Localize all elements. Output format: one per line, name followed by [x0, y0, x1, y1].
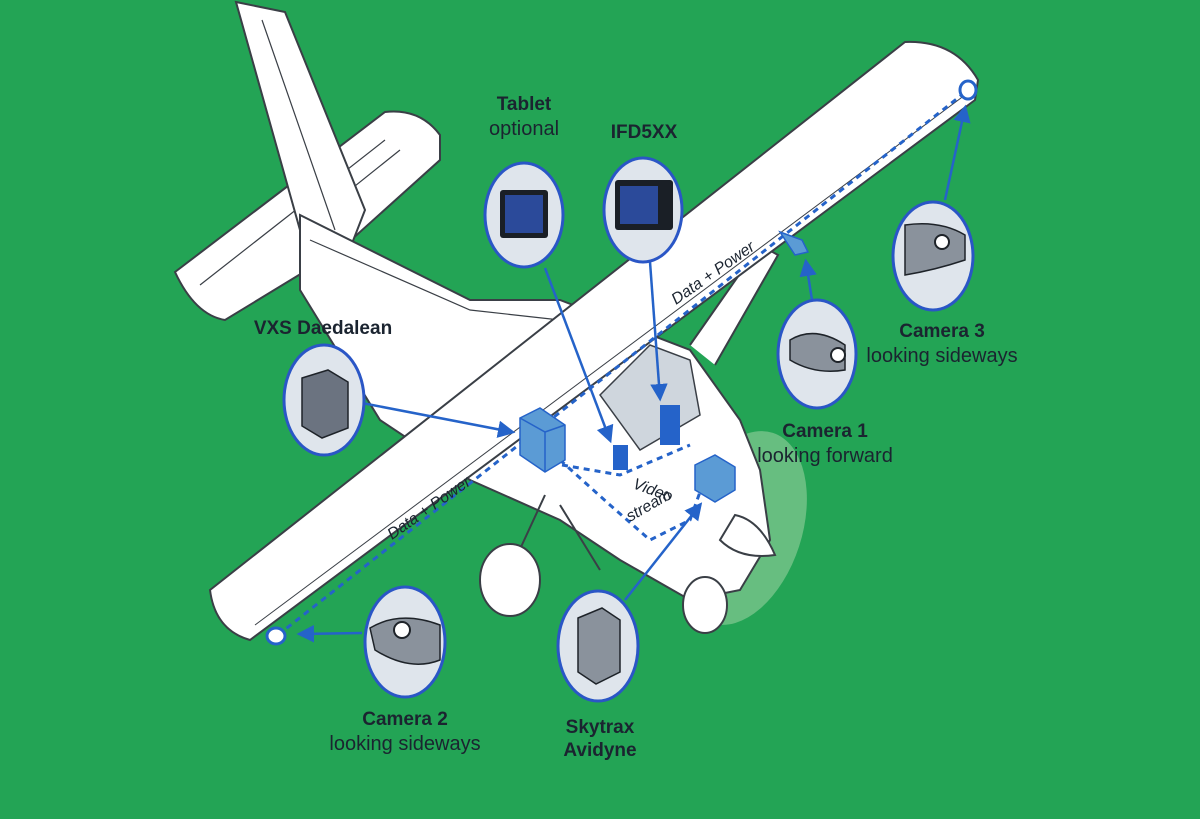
camera1-title: Camera 1	[782, 421, 868, 442]
skytrax-box	[694, 454, 736, 503]
tablet-bubble	[483, 161, 565, 269]
skytrax-title: Skytrax	[565, 717, 635, 738]
camera3-label: Camera 3 looking sideways	[862, 321, 1022, 368]
ifd-label: IFD5XX	[605, 122, 683, 145]
vxs-box	[519, 407, 566, 473]
vxs-label: VXS Daedalean	[248, 318, 398, 341]
wing-wire	[277, 88, 969, 637]
ifd-bubble	[602, 156, 684, 264]
skytrax-bubble	[556, 589, 640, 703]
camera1-subtitle: looking forward	[757, 444, 893, 467]
skytrax-subtitle: Avidyne	[563, 739, 637, 761]
camera2-subtitle: looking sideways	[329, 732, 481, 755]
camera2-bubble	[363, 585, 447, 699]
camera1-pod	[778, 230, 810, 256]
camera3-title: Camera 3	[899, 321, 985, 342]
ifd-mount	[660, 405, 680, 445]
camera2-pod	[265, 626, 287, 646]
camera1-bubble	[776, 298, 858, 410]
connector-arrows	[296, 104, 971, 643]
camera2-title: Camera 2	[362, 709, 448, 730]
vxs-title: VXS Daedalean	[253, 318, 393, 339]
tablet-mount	[613, 445, 628, 470]
main-wing	[208, 40, 980, 642]
camera2-label: Camera 2 looking sideways	[325, 709, 485, 756]
camera1-label: Camera 1 looking forward	[750, 421, 900, 468]
landing-gear	[479, 243, 780, 634]
skytrax-label: Skytrax Avidyne	[545, 717, 655, 763]
vxs-bubble	[282, 343, 366, 457]
camera3-subtitle: looking sideways	[866, 344, 1018, 367]
camera3-pod	[958, 79, 978, 101]
tablet-subtitle: optional	[488, 117, 560, 140]
tablet-label: Tablet optional	[485, 94, 563, 141]
nose-spinner	[718, 513, 777, 557]
camera3-bubble	[891, 200, 975, 312]
tablet-title: Tablet	[496, 94, 552, 115]
ifd-title: IFD5XX	[610, 122, 678, 143]
